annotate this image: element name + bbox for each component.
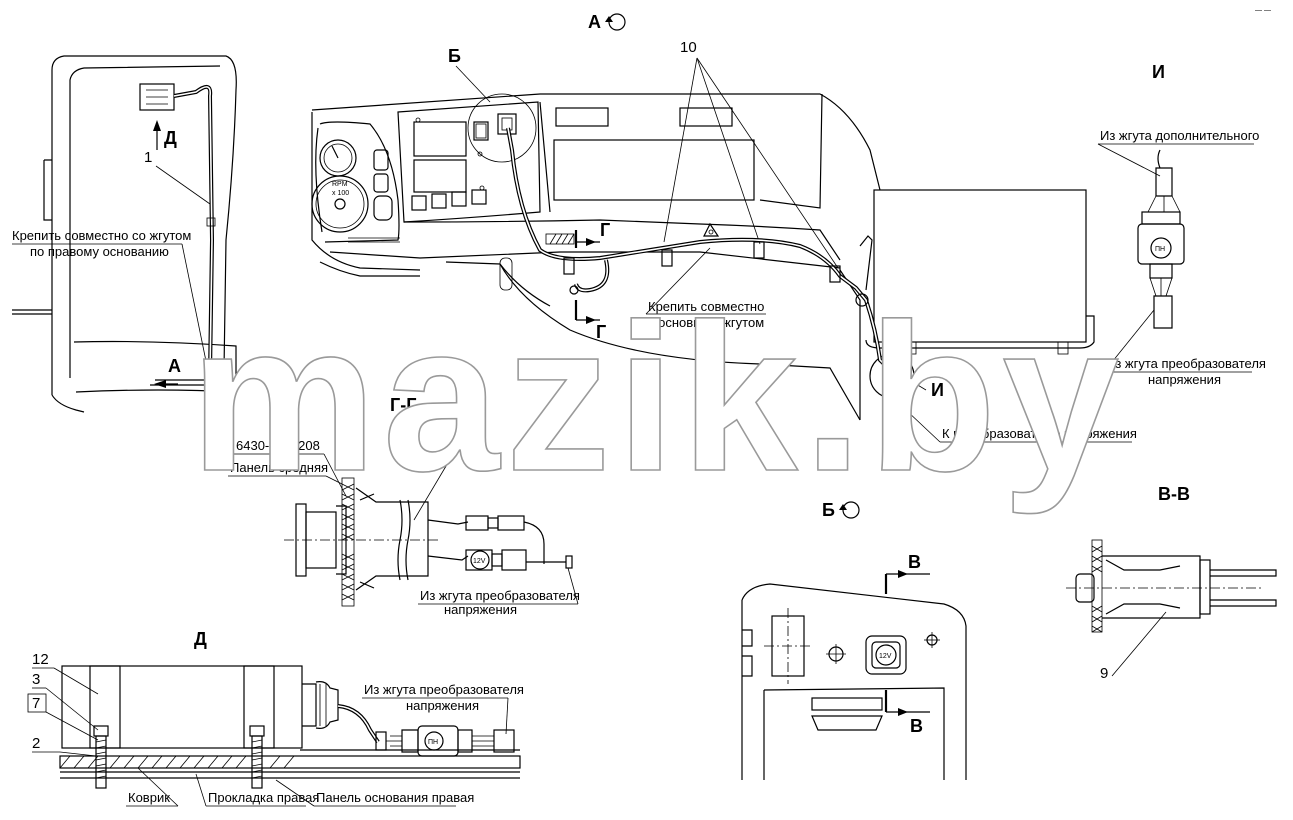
rotation-arrow-icon <box>605 16 613 22</box>
pn-label-d: ПН <box>428 739 438 746</box>
note-voltage-3: напряжения <box>406 698 479 713</box>
leader-fasten <box>181 243 208 367</box>
section-v-title: В-В <box>1158 484 1190 504</box>
callout-10: 10 <box>680 39 697 56</box>
gasket-right-label: Прокладка правая <box>208 790 319 805</box>
callout-7: 7 <box>32 695 40 712</box>
note-fasten-jointly: Крепить совместно <box>648 299 764 314</box>
corner-mark: — — <box>1255 7 1271 14</box>
mat-label: Коврик <box>128 790 170 805</box>
callout-2: 2 <box>32 735 40 752</box>
callout-7-frame <box>27 693 47 713</box>
rpm-label: RPM <box>332 181 348 188</box>
callout-12: 12 <box>32 651 49 668</box>
cut-g-top-label: Г <box>600 220 610 240</box>
callout-1: 1 <box>144 149 152 166</box>
view-d-arrow-label: Д <box>164 128 177 148</box>
cut-v-bottom-label: В <box>910 716 923 736</box>
cut-g-bottom-label: Г <box>596 322 606 342</box>
watermark: mazik.by <box>190 280 1125 515</box>
note-from-converter-harness-2: Из жгута преобразователя <box>420 588 580 603</box>
view-i-callout: И <box>931 380 944 400</box>
pn-label-i: ПН <box>1155 246 1165 253</box>
socket-section-g: 12V <box>284 477 573 607</box>
panel-middle-label: Панель средняя <box>230 460 328 475</box>
note-to-voltage-converter: К преобразователю напряжения <box>942 426 1137 441</box>
cut-v-top-label: В <box>908 552 921 572</box>
leader-1 <box>155 165 211 205</box>
note-voltage-2: напряжения <box>444 602 517 617</box>
callout-8: 8 <box>452 439 460 456</box>
note-from-aux-harness: Из жгута дополнительного <box>1100 128 1259 143</box>
note-from-converter-harness-3: Из жгута преобразователя <box>364 682 524 697</box>
view-a-arrow-label: А <box>168 356 181 376</box>
callout-3: 3 <box>32 671 40 688</box>
view-a-title: А <box>588 12 601 32</box>
note-fasten-with-harness: Крепить совместно со жгутом <box>12 228 191 243</box>
cab-side-view <box>12 55 237 413</box>
converter-box-d: ПН <box>59 665 521 789</box>
connector-pn-i: ПН <box>1137 149 1185 329</box>
note-on-right-base: по правому основанию <box>30 244 169 259</box>
view-b-callout: Б <box>448 46 461 66</box>
view-d-title: Д <box>194 629 207 649</box>
note-voltage-1: напряжения <box>1148 372 1221 387</box>
detail-b-circle <box>467 93 537 163</box>
callout-9: 9 <box>1100 665 1108 682</box>
part-number: 6430-5325208 <box>236 438 320 453</box>
v12-label-g: 12V <box>473 558 486 565</box>
rotation-arrow-icon-b <box>839 504 847 510</box>
view-b-title: Б <box>822 500 835 520</box>
rpm-scale-label: x 100 <box>332 190 349 197</box>
v12-label-b: 12V <box>879 653 892 660</box>
console-detail-b: 12V <box>741 583 967 780</box>
base-panel-right-label: Панель основания правая <box>316 790 474 805</box>
note-from-converter-harness-1: Из жгута преобразователя <box>1106 356 1266 371</box>
note-with-main-harness: с основным жгутом <box>648 315 764 330</box>
section-g-title: Г-Г <box>390 395 416 415</box>
socket-section-v <box>1066 539 1277 633</box>
view-i-title: И <box>1152 62 1165 82</box>
